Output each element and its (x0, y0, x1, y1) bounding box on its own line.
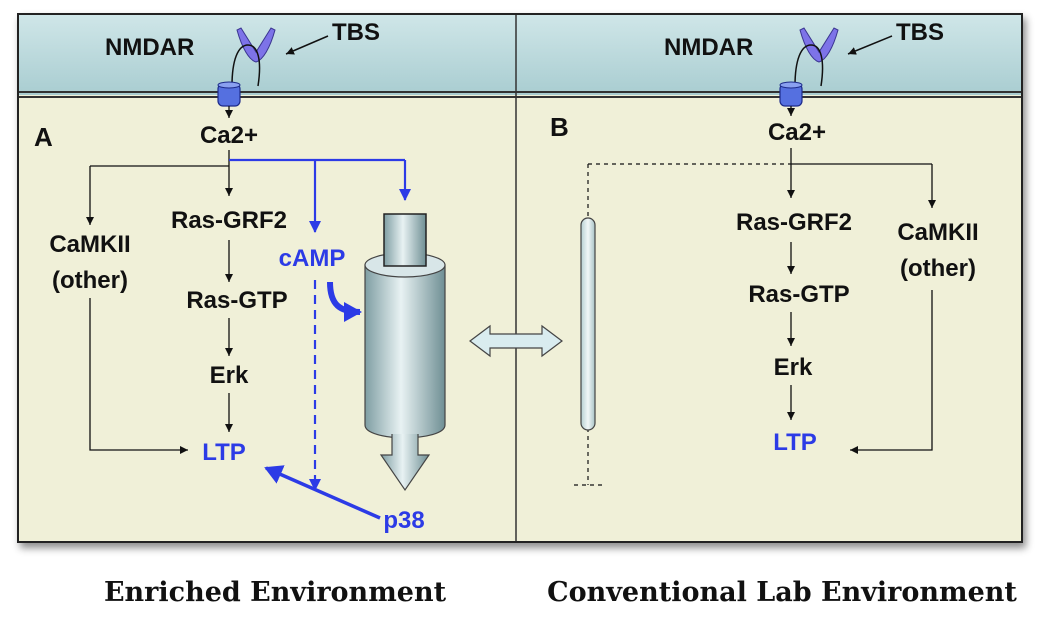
panel-a-receptor-icon (231, 27, 276, 87)
panel-b-receptor-icon (794, 27, 839, 87)
panel-a-p38-label: p38 (383, 507, 424, 534)
panel-a-cylinder-icon (364, 213, 446, 492)
panel-a-camp-label: cAMP (279, 245, 346, 272)
panel-a-ltp-label: LTP (202, 439, 246, 466)
membrane-band (19, 15, 1021, 95)
diagram-frame (17, 13, 1023, 543)
panel-a-camkii-label: CaMKII (49, 231, 130, 258)
panel-a-blue-connectors (229, 158, 411, 520)
panel-a-tbs-arrow (285, 35, 329, 55)
panel-a-black-connectors (86, 150, 233, 454)
panel-a-letter: A (34, 122, 53, 152)
panel-a-ca-label: Ca2+ (200, 122, 258, 149)
panel-a-channel-icon (217, 81, 241, 107)
panel-b-tbs-arrow (847, 35, 893, 55)
panel-b-ltp-label: LTP (773, 429, 817, 456)
panel-b-rasgtp-label: Ras-GTP (748, 281, 849, 308)
panel-b-erk-label: Erk (774, 354, 813, 381)
panel-b: B NMDAR TBS Ca2+ (550, 19, 979, 486)
panel-b-bar-icon (580, 217, 596, 431)
caption-enriched: Enriched Environment (104, 577, 447, 608)
compare-double-arrow-icon (469, 324, 563, 358)
panel-a-rasgrf2-label: Ras-GRF2 (171, 207, 287, 234)
panel-b-camkii-label: CaMKII (897, 219, 978, 246)
panel-b-channel-icon (779, 81, 803, 107)
panel-b-tbs-label: TBS (896, 19, 944, 46)
panel-a: A NMDAR TBS Ca2+ CaMKII (other) Ras-GRF (34, 19, 446, 534)
panel-b-black-connectors (787, 148, 936, 454)
panel-a-rasgtp-label: Ras-GTP (186, 287, 287, 314)
panel-a-camkii-other-label: (other) (52, 267, 128, 294)
panel-b-letter: B (550, 112, 569, 142)
panel-a-erk-label: Erk (210, 362, 249, 389)
panel-a-tbs-label: TBS (332, 19, 380, 46)
panel-b-ca-label: Ca2+ (768, 119, 826, 146)
caption-conventional: Conventional Lab Environment (547, 577, 1017, 608)
panel-b-nmdar-label: NMDAR (664, 34, 753, 61)
panel-b-camkii-other-label: (other) (900, 255, 976, 282)
panel-a-nmdar-label: NMDAR (105, 34, 194, 61)
panel-b-rasgrf2-label: Ras-GRF2 (736, 209, 852, 236)
